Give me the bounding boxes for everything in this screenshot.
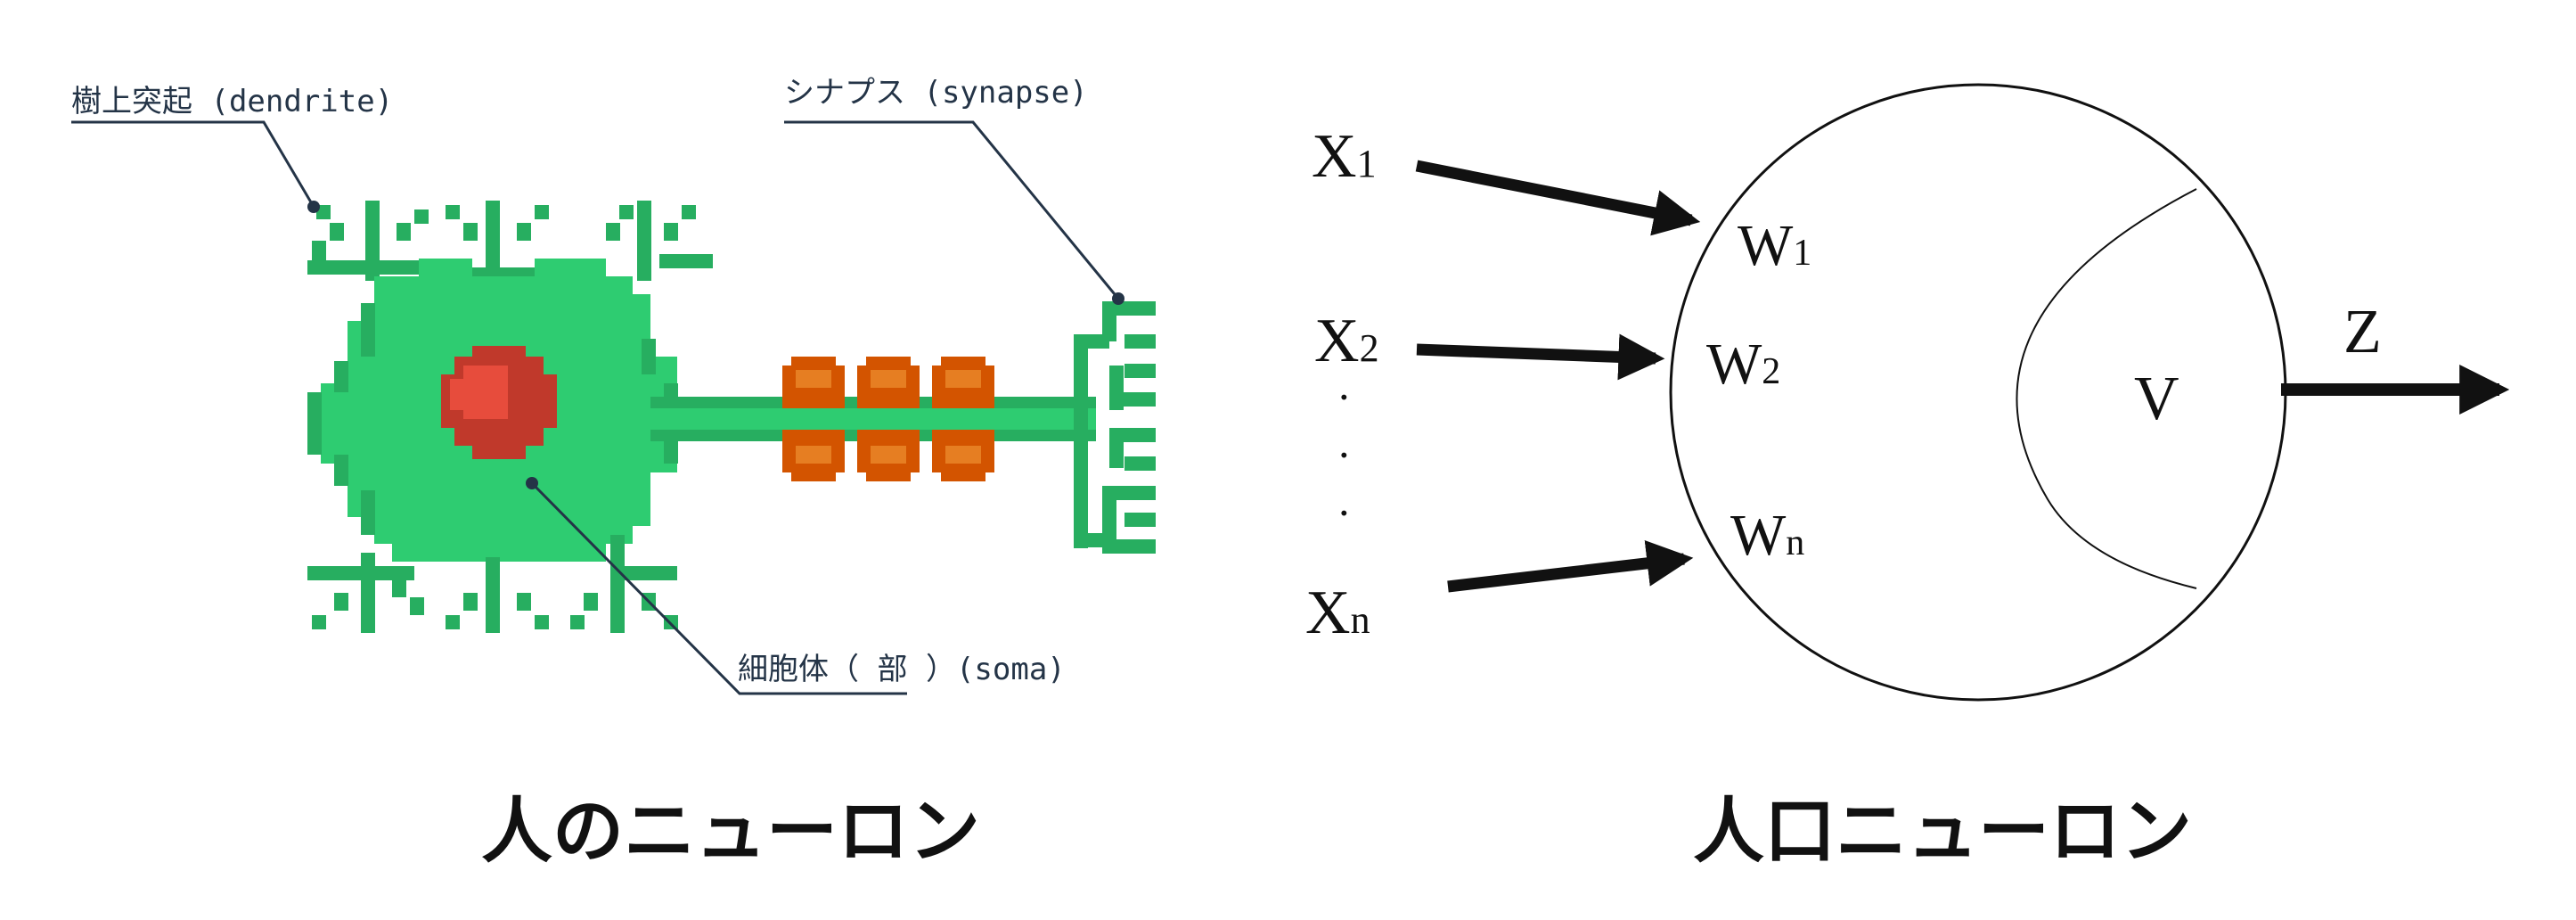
input-arrow-2 [1416,333,1665,381]
weight-w1: W1 [1738,213,1811,278]
soma-label: 細胞体（ 部 ）(soma) [738,652,1066,687]
dendrite-label: 樹上突起 (dendrite) [71,84,393,119]
leader-lines [71,120,1124,695]
weight-w2: W2 [1706,332,1780,397]
myelin-sheath [857,357,920,481]
ellipsis-dot: · [1337,488,1352,538]
axon-terminals [1074,301,1156,554]
synapse-label: シナプス (synapse) [784,75,1088,111]
input-arrow-1 [1415,160,1701,236]
bio-neuron-caption: 人のニューロン [481,790,980,873]
myelin-sheaths [782,357,994,481]
potential-v: V [2134,365,2179,433]
input-xn: Xn [1305,579,1370,647]
input-x1: X1 [1312,122,1377,191]
neuron-circle [1669,83,2287,702]
artificial-neuron-caption: 人口ニューロン [1693,790,2192,873]
biological-neuron [307,201,1156,633]
dendrites-bottom [307,535,678,633]
synapse-leader-dot [1112,292,1124,305]
artificial-neuron: X1 X2 Xn · · · W1 W2 Wn V Z [1305,83,2510,702]
weight-wn: Wn [1730,503,1804,568]
soma-leader [530,481,907,695]
dendrite-leader-dot [307,201,320,213]
synapse-leader [784,120,1120,300]
ellipsis-dot: · [1337,430,1352,480]
myelin-sheath [782,357,845,481]
ellipsis-dot: · [1337,372,1352,422]
output-z: Z [2343,298,2382,366]
dendrite-leader [71,120,315,208]
nucleus [441,346,557,459]
threshold-arc [2016,188,2197,589]
input-x2: X2 [1314,307,1379,375]
soma-leader-dot [526,477,538,489]
input-arrow-n [1447,540,1694,593]
dendrites-top [307,201,713,290]
myelin-sheath [932,357,994,481]
